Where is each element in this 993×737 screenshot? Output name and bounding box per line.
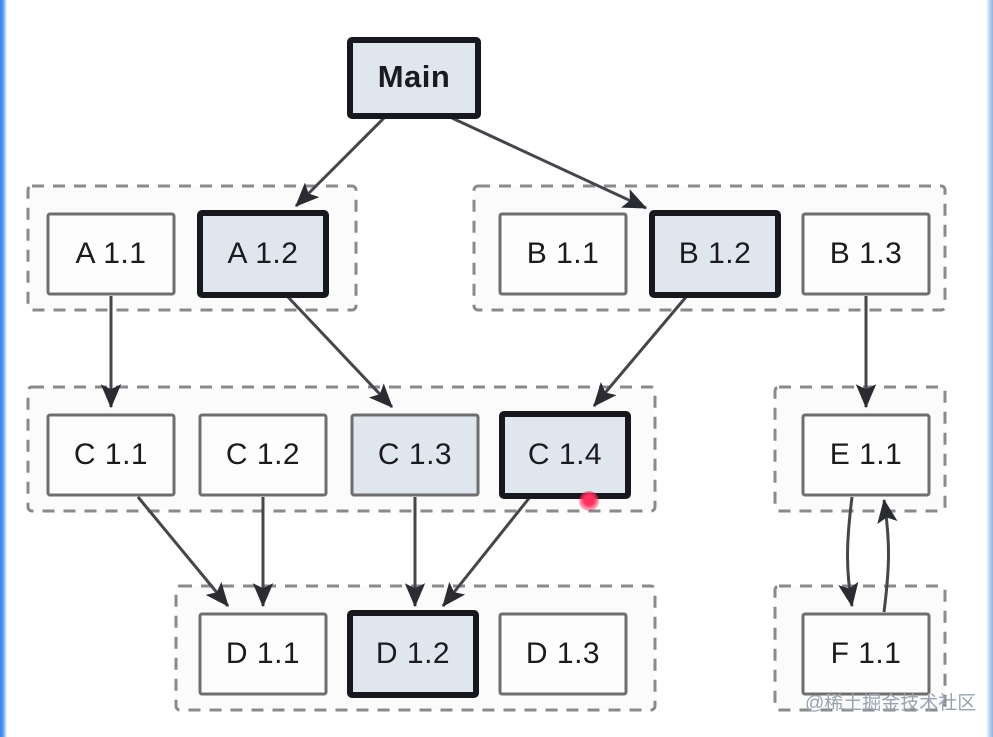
edge-main-a12 xyxy=(294,116,386,208)
node-box-a-1-1[interactable] xyxy=(46,212,176,296)
node-label-c-1-1: C 1.1 xyxy=(74,438,148,471)
node-label-b-1-1: B 1.1 xyxy=(527,237,600,270)
node-box-e-1-1[interactable] xyxy=(801,413,931,497)
node-box-d-1-3[interactable] xyxy=(498,612,628,696)
node-box-f-1-1[interactable] xyxy=(801,612,931,696)
node-label-d-1-2: D 1.2 xyxy=(376,637,450,670)
nodes-layer: Main A 1.1 A 1.2 B 1.1 B 1.2 B 1.3 C 1.1 C 1.2 C… xyxy=(46,37,931,698)
group-box-group-c xyxy=(26,385,657,513)
node-b-1-3[interactable]: B 1.3 xyxy=(801,212,931,296)
node-label-d-1-3: D 1.3 xyxy=(526,637,600,670)
node-box-a-1-2[interactable] xyxy=(197,210,329,298)
edges-layer xyxy=(100,116,898,613)
edge-a12-c13 xyxy=(286,295,394,409)
node-label-main: Main xyxy=(378,59,451,94)
edge-c11-d11 xyxy=(136,496,230,607)
edge-e11-f11 xyxy=(838,496,859,608)
node-b-1-2[interactable]: B 1.2 xyxy=(649,210,781,298)
node-box-d-1-1[interactable] xyxy=(198,612,328,696)
node-c-1-2[interactable]: C 1.2 xyxy=(198,413,328,497)
node-label-b-1-3: B 1.3 xyxy=(830,237,903,270)
node-c-1-1[interactable]: C 1.1 xyxy=(46,413,176,497)
node-b-1-1[interactable]: B 1.1 xyxy=(498,212,628,296)
node-box-b-1-3[interactable] xyxy=(801,212,931,296)
node-label-c-1-3: C 1.3 xyxy=(378,438,452,471)
page-edge-right xyxy=(986,0,993,737)
node-box-main[interactable] xyxy=(347,37,481,119)
node-c-1-4[interactable]: C 1.4 xyxy=(499,411,631,499)
node-e-1-1[interactable]: E 1.1 xyxy=(801,413,931,497)
node-label-d-1-1: D 1.1 xyxy=(226,637,300,670)
watermark-text: @稀土掘金技术社区 xyxy=(805,693,977,714)
node-label-a-1-2: A 1.2 xyxy=(228,237,299,270)
edge-f11-e11 xyxy=(877,498,898,613)
node-box-b-1-2[interactable] xyxy=(649,210,781,298)
node-box-b-1-1[interactable] xyxy=(498,212,628,296)
node-d-1-2[interactable]: D 1.2 xyxy=(347,610,479,698)
node-label-c-1-2: C 1.2 xyxy=(226,438,300,471)
node-box-c-1-2[interactable] xyxy=(198,413,328,497)
node-label-c-1-4: C 1.4 xyxy=(528,438,602,471)
node-label-f-1-1: F 1.1 xyxy=(831,637,902,670)
edge-c14-d12 xyxy=(441,496,532,607)
node-c-1-3[interactable]: C 1.3 xyxy=(350,413,480,497)
node-box-c-1-4[interactable] xyxy=(499,411,631,499)
node-box-d-1-2[interactable] xyxy=(347,610,479,698)
edge-main-b12 xyxy=(451,116,648,210)
edge-b12-c14 xyxy=(592,296,688,407)
node-label-b-1-2: B 1.2 xyxy=(679,237,752,270)
node-d-1-3[interactable]: D 1.3 xyxy=(498,612,628,696)
node-box-c-1-1[interactable] xyxy=(46,413,176,497)
node-f-1-1[interactable]: F 1.1 xyxy=(801,612,931,696)
page-edge-left xyxy=(0,0,7,737)
node-box-c-1-3[interactable] xyxy=(350,413,480,497)
node-label-e-1-1: E 1.1 xyxy=(830,438,903,471)
node-main[interactable]: Main xyxy=(347,37,481,119)
node-a-1-1[interactable]: A 1.1 xyxy=(46,212,176,296)
node-d-1-1[interactable]: D 1.1 xyxy=(198,612,328,696)
node-a-1-2[interactable]: A 1.2 xyxy=(197,210,329,298)
node-label-a-1-1: A 1.1 xyxy=(76,237,147,270)
